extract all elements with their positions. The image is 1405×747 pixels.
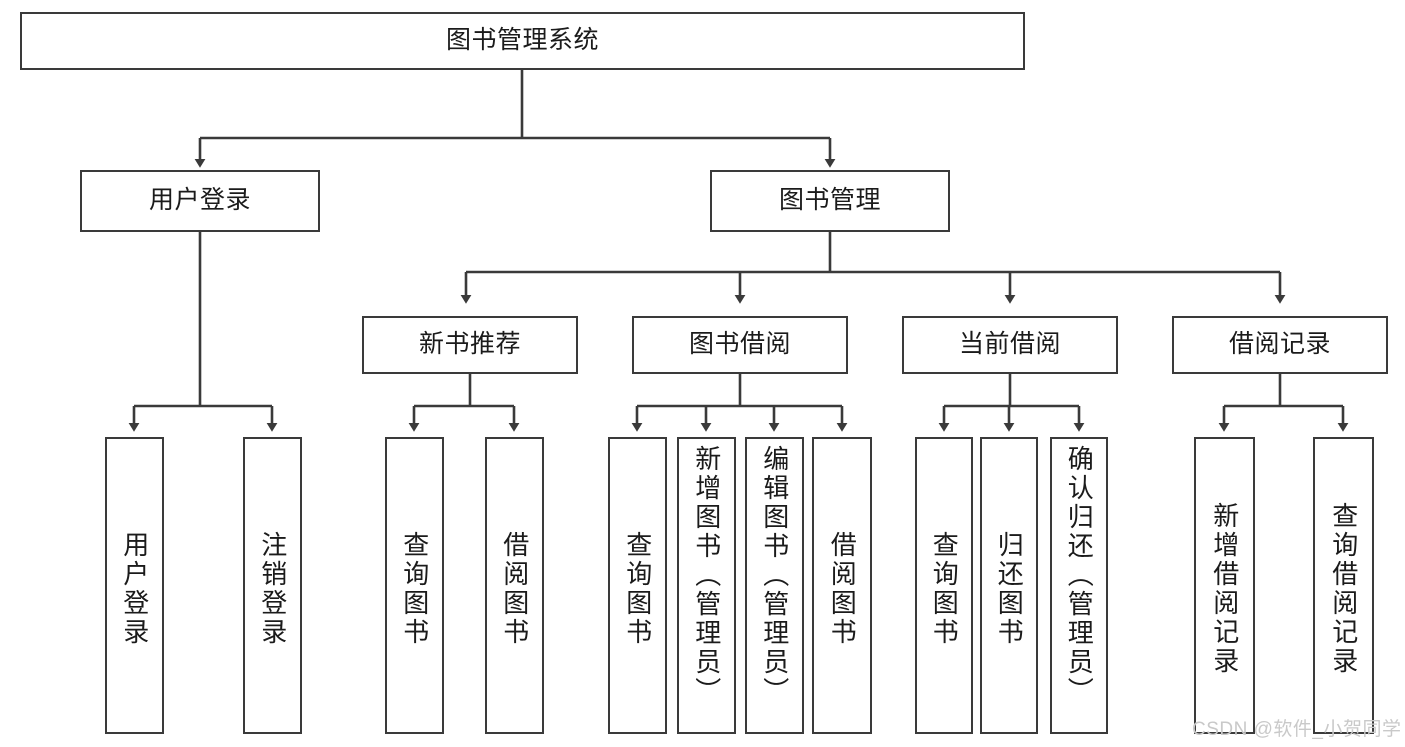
leaf-borrow-books[interactable]: 借阅图书 <box>812 437 872 734</box>
node-label: 图书管理系统 <box>445 26 599 55</box>
watermark: CSDN @软件_小贺同学 <box>1192 719 1402 740</box>
leaf-add-book-admin[interactable]: 新增图书（管理员） <box>677 437 736 734</box>
node-label: 归还图书 <box>994 530 1025 647</box>
node-label: 注销登录 <box>257 530 288 647</box>
node-label: 查询图书 <box>929 530 960 647</box>
leaf-confirm-return-admin[interactable]: 确认归还（管理员） <box>1050 437 1108 734</box>
leaf-query-books-current[interactable]: 查询图书 <box>915 437 973 734</box>
leaf-query-books-new[interactable]: 查询图书 <box>385 437 444 734</box>
node-book-borrowing[interactable]: 图书借阅 <box>632 316 848 374</box>
leaf-user-login[interactable]: 用户登录 <box>105 437 164 734</box>
node-label: 查询借阅记录 <box>1328 501 1359 676</box>
node-label: 新增图书（管理员） <box>691 445 722 706</box>
node-label: 查询图书 <box>399 530 430 647</box>
node-label: 用户登录 <box>119 530 150 647</box>
node-label: 图书借阅 <box>688 330 791 359</box>
node-user-login[interactable]: 用户登录 <box>80 170 320 232</box>
leaf-edit-book-admin[interactable]: 编辑图书（管理员） <box>745 437 804 734</box>
node-label: 确认归还（管理员） <box>1064 445 1095 706</box>
node-label: 新增借阅记录 <box>1209 501 1240 676</box>
node-root-book-management-system[interactable]: 图书管理系统 <box>20 12 1025 70</box>
node-label: 借阅记录 <box>1228 330 1331 359</box>
leaf-borrow-books-new[interactable]: 借阅图书 <box>485 437 544 734</box>
leaf-return-books[interactable]: 归还图书 <box>980 437 1038 734</box>
leaf-add-borrowing-record[interactable]: 新增借阅记录 <box>1194 437 1255 734</box>
node-label: 编辑图书（管理员） <box>759 445 790 706</box>
node-borrowing-records[interactable]: 借阅记录 <box>1172 316 1388 374</box>
leaf-logout[interactable]: 注销登录 <box>243 437 302 734</box>
node-current-borrowing[interactable]: 当前借阅 <box>902 316 1118 374</box>
node-new-book-recommendation[interactable]: 新书推荐 <box>362 316 578 374</box>
node-label: 新书推荐 <box>418 330 521 359</box>
node-label: 借阅图书 <box>499 530 530 647</box>
node-label: 图书管理 <box>778 186 881 215</box>
node-label: 用户登录 <box>148 186 251 215</box>
node-label: 当前借阅 <box>958 330 1061 359</box>
node-label: 借阅图书 <box>827 530 858 647</box>
leaf-query-books-borrow[interactable]: 查询图书 <box>608 437 667 734</box>
node-book-management[interactable]: 图书管理 <box>710 170 950 232</box>
node-label: 查询图书 <box>622 530 653 647</box>
leaf-query-borrowing-record[interactable]: 查询借阅记录 <box>1313 437 1374 734</box>
